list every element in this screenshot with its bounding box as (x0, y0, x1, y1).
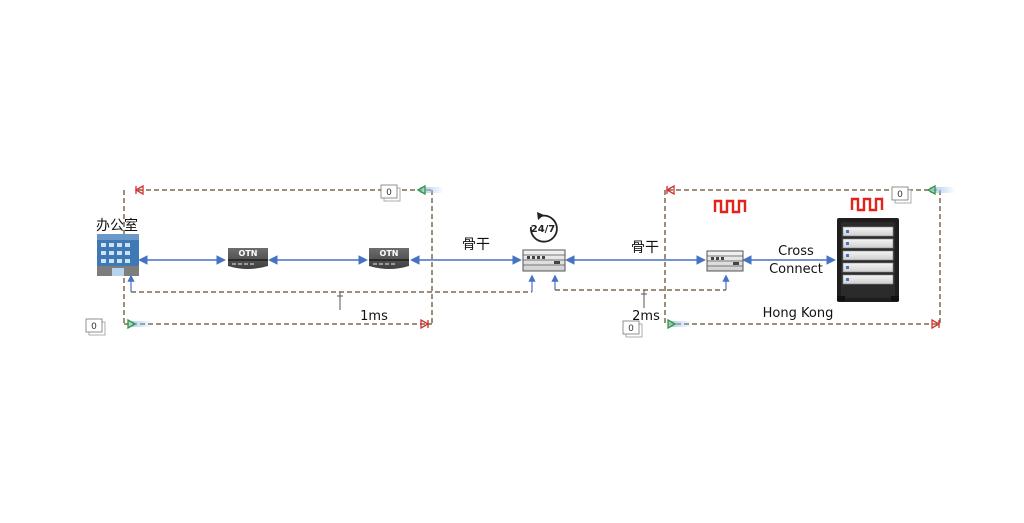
support-clock-icon: 24/7 (530, 212, 558, 243)
otn-1-label: OTN (239, 249, 258, 258)
counter-top-right: 0 (891, 186, 912, 204)
backbone-right-label: 骨干 (631, 240, 659, 256)
arrow-green-bottom-right (667, 318, 692, 330)
office-label: 办公室 (96, 217, 138, 234)
edge-router-icon (706, 250, 744, 272)
equinix-logo-left (713, 199, 747, 214)
arrow-red-top-right (665, 184, 675, 196)
otn-device-1: OTN (228, 248, 268, 269)
latency-ticks (337, 290, 647, 310)
equinix-logo-right (850, 197, 884, 212)
flow-markers (127, 184, 956, 330)
otn-2-label: OTN (380, 249, 399, 258)
counter-bottom-right: 0 (622, 320, 643, 338)
latency-left-label: 1ms (360, 309, 388, 324)
arrow-green-top-right (926, 184, 956, 196)
counter-top-right-value: 0 (897, 190, 903, 200)
cross-connect-label-line1: Cross (778, 244, 814, 259)
backbone-left-label: 骨干 (462, 237, 490, 253)
otn-device-2: OTN (369, 248, 409, 269)
arrow-red-top-left (134, 184, 144, 196)
arrow-green-bottom-left (127, 318, 152, 330)
office-building-icon (97, 234, 139, 276)
hong-kong-label: Hong Kong (763, 306, 834, 321)
counter-bottom-left: 0 (85, 318, 106, 336)
arrow-red-bottom-left (420, 318, 430, 330)
inner-loop-risers (127, 274, 730, 292)
counter-top-left: 0 (380, 184, 401, 202)
latency-right-label: 2ms (632, 309, 660, 324)
cross-connect-label-line2: Connect (769, 262, 823, 277)
support-badge-label: 24/7 (531, 224, 556, 235)
counter-bottom-right-value: 0 (628, 324, 634, 334)
left-dashed-loop (123, 189, 532, 325)
core-router-icon (522, 249, 566, 272)
counter-top-left-value: 0 (386, 188, 392, 198)
arrow-green-top-left (416, 184, 444, 196)
arrow-red-bottom-right (931, 318, 941, 330)
server-rack-icon (837, 218, 899, 302)
counter-bottom-left-value: 0 (91, 322, 97, 332)
